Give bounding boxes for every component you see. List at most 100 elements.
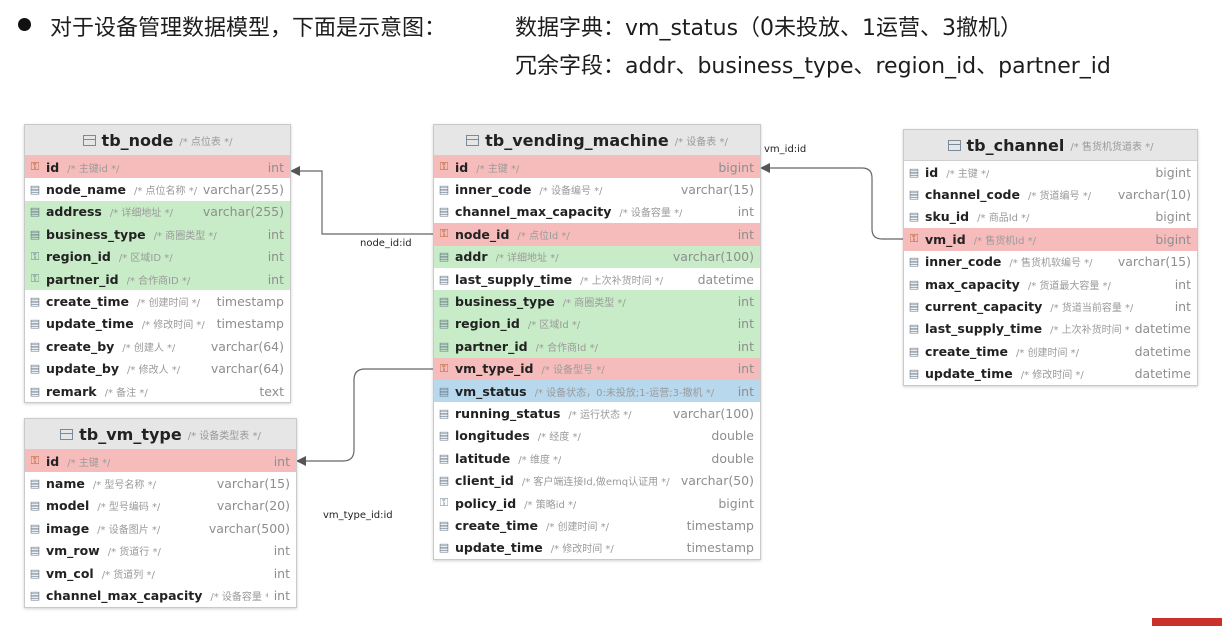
field-comment: /* 创建时间 */: [136, 298, 201, 310]
field-type: varchar(100): [672, 249, 754, 265]
field-row[interactable]: ⚿node_id/* 点位Id */int: [434, 223, 760, 246]
table-header: tb_vm_type/* 设备类型表 */: [25, 419, 296, 450]
column-icon: ▤: [29, 589, 41, 603]
field-name: update_time: [925, 366, 1013, 382]
field-type: int: [273, 588, 290, 604]
field-row[interactable]: ▤id/* 主键 */bigint: [904, 161, 1197, 183]
column-icon: ▤: [908, 165, 920, 179]
link-node-arrow: [290, 166, 300, 176]
table-header: tb_channel/* 售货机货道表 */: [904, 130, 1197, 161]
field-name: image: [46, 520, 90, 536]
field-comment: /* 经度 */: [537, 432, 581, 444]
table-tb-vm-type[interactable]: tb_vm_type/* 设备类型表 */⚿id/* 主键 */int▤name…: [24, 418, 297, 608]
table-tb-node[interactable]: tb_node/* 点位表 */⚿id/* 主键id */int▤node_na…: [24, 124, 291, 404]
field-row[interactable]: ▤current_capacity/* 货道当前容量 */int: [904, 295, 1197, 317]
field-type: timestamp: [216, 316, 284, 332]
field-row[interactable]: ⚿region_id/* 区域ID */int: [25, 245, 290, 268]
field-row[interactable]: ▤update_time/* 修改时间 */datetime: [904, 363, 1197, 385]
field-row[interactable]: ▤create_by/* 创建人 */varchar(64): [25, 335, 290, 357]
field-row[interactable]: ⚿id/* 主键 */bigint: [434, 156, 760, 179]
field-row[interactable]: ▤longitudes/* 经度 */double: [434, 425, 760, 447]
field-comment: /* 主键 */: [946, 168, 990, 180]
field-row[interactable]: ▤last_supply_time/* 上次补货时间 */datetime: [904, 318, 1197, 340]
field-type: timestamp: [686, 517, 754, 533]
field-row[interactable]: ▤create_time/* 创建时间 */datetime: [904, 340, 1197, 362]
field-row[interactable]: ▤business_type/* 商圈类型 */int: [434, 290, 760, 313]
column-icon: ▤: [438, 429, 450, 443]
field-row[interactable]: ▤channel_max_capacity/* 设备容量 */int: [25, 584, 296, 606]
field-name: client_id: [455, 473, 514, 489]
field-comment: /* 点位名称 */: [134, 186, 197, 198]
field-row[interactable]: ▤channel_code/* 货道编号 */varchar(10): [904, 183, 1197, 205]
link-vmtype-label: vm_type_id:id: [323, 510, 393, 521]
key-icon: ⚿: [30, 454, 40, 468]
field-name: create_time: [455, 517, 538, 533]
field-row[interactable]: ▤partner_id/* 合作商Id */int: [434, 335, 760, 358]
field-row[interactable]: ⚿id/* 主键id */int: [25, 156, 290, 179]
field-name: last_supply_time: [455, 271, 573, 287]
field-type: varchar(15): [680, 182, 754, 198]
column-icon: ▤: [438, 339, 450, 353]
field-row[interactable]: ⚿vm_type_id/* 设备型号 */int: [434, 357, 760, 380]
field-row[interactable]: ▤sku_id/* 商品Id */bigint: [904, 206, 1197, 228]
field-name: policy_id: [455, 495, 517, 511]
field-comment: /* 货道最大容量 */: [1027, 280, 1111, 292]
field-name: vm_id: [925, 231, 966, 247]
field-comment: /* 修改时间 */: [1020, 370, 1084, 382]
field-name: vm_col: [46, 565, 94, 581]
field-type: varchar(20): [216, 498, 290, 514]
field-row[interactable]: ▤node_name/* 点位名称 */varchar(255): [25, 178, 290, 200]
field-name: model: [46, 498, 90, 514]
field-comment: /* 主键 */: [476, 163, 520, 175]
field-row[interactable]: ▤vm_col/* 货道列 */int: [25, 562, 296, 584]
field-row[interactable]: ▤update_time/* 修改时间 */timestamp: [25, 313, 290, 335]
field-row[interactable]: ▤inner_code/* 售货机软编号 */varchar(15): [904, 251, 1197, 273]
field-row[interactable]: ▤address/* 详细地址 */varchar(255): [25, 200, 290, 224]
field-name: max_capacity: [925, 276, 1020, 292]
column-icon: ▤: [908, 367, 920, 381]
field-row[interactable]: ▤latitude/* 维度 */double: [434, 447, 760, 469]
field-row[interactable]: ▤model/* 型号编码 */varchar(20): [25, 495, 296, 517]
column-icon: ▤: [438, 451, 450, 465]
table-tb-channel[interactable]: tb_channel/* 售货机货道表 */▤id/* 主键 */bigint▤…: [903, 129, 1198, 386]
field-row[interactable]: ▤image/* 设备图片 */varchar(500): [25, 517, 296, 539]
field-comment: /* 区域ID */: [118, 253, 173, 265]
table-tb-vending-machine[interactable]: tb_vending_machine/* 设备表 */⚿id/* 主键 */bi…: [433, 124, 761, 561]
field-row[interactable]: ⚿partner_id/* 合作商ID */int: [25, 267, 290, 291]
field-row[interactable]: ▤running_status/* 运行状态 */varchar(100): [434, 402, 760, 424]
field-row[interactable]: ⚿vm_id/* 售货机Id */bigint: [904, 228, 1197, 251]
field-row[interactable]: ▤max_capacity/* 货道最大容量 */int: [904, 273, 1197, 295]
field-row[interactable]: ⚿id/* 主键 */int: [25, 450, 296, 473]
field-type: int: [267, 271, 284, 287]
field-row[interactable]: ▤name/* 型号名称 */varchar(15): [25, 472, 296, 494]
field-row[interactable]: ▤addr/* 详细地址 */varchar(100): [434, 245, 760, 268]
field-name: business_type: [46, 226, 146, 242]
field-type: bigint: [1155, 209, 1191, 225]
field-row[interactable]: ▤client_id/* 客户端连接Id,做emq认证用 */varchar(5…: [434, 469, 760, 491]
field-row[interactable]: ▤remark/* 备注 */text: [25, 380, 290, 402]
field-row[interactable]: ▤update_by/* 修改人 */varchar(64): [25, 358, 290, 380]
field-row[interactable]: ▤region_id/* 区域Id */int: [434, 312, 760, 336]
field-name: id: [455, 159, 469, 175]
field-type: int: [737, 226, 754, 242]
field-row[interactable]: ▤last_supply_time/* 上次补货时间 */datetime: [434, 268, 760, 290]
field-row[interactable]: ▤create_time/* 创建时间 */timestamp: [25, 290, 290, 312]
field-row[interactable]: ▤channel_max_capacity/* 设备容量 */int: [434, 201, 760, 223]
column-icon: ▤: [29, 544, 41, 558]
field-type: varchar(64): [210, 361, 284, 377]
field-row[interactable]: ▤create_time/* 创建时间 */timestamp: [434, 514, 760, 536]
field-name: node_id: [455, 226, 510, 242]
key-icon: ⚿: [439, 361, 449, 375]
field-row[interactable]: ▤vm_status/* 设备状态，0:未投放;1-运营;3-撤机 */int: [434, 379, 760, 403]
field-row[interactable]: ⚿policy_id/* 策略id */bigint: [434, 492, 760, 514]
field-row[interactable]: ▤vm_row/* 货道行 */int: [25, 540, 296, 562]
field-comment: /* 设备容量 */: [210, 592, 268, 604]
field-row[interactable]: ▤update_time/* 修改时间 */timestamp: [434, 537, 760, 559]
column-icon: ▤: [908, 322, 920, 336]
link-node-label: node_id:id: [360, 238, 412, 249]
field-row[interactable]: ▤business_type/* 商圈类型 */int: [25, 223, 290, 246]
field-comment: /* 创建时间 */: [1015, 347, 1080, 359]
field-type: datetime: [697, 271, 754, 287]
field-row[interactable]: ▤inner_code/* 设备编号 */varchar(15): [434, 178, 760, 200]
